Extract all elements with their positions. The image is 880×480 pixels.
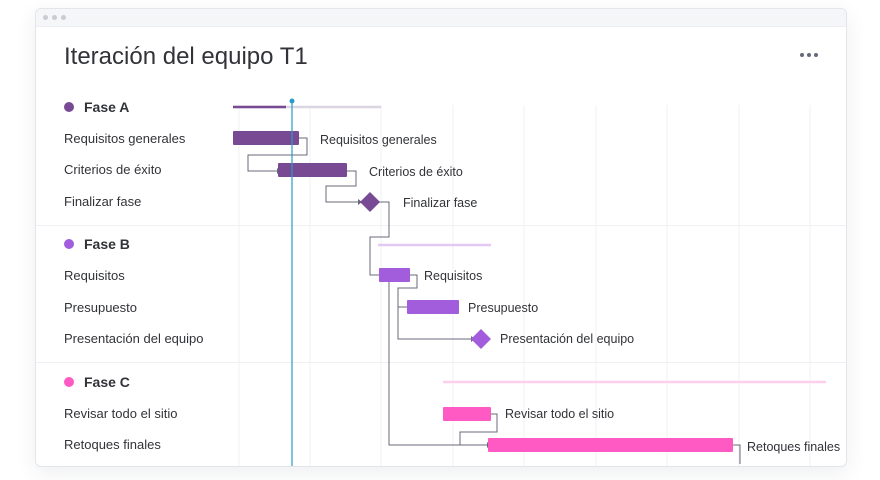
gantt-window: Iteración del equipo T1 Fase A Requisito… [35, 8, 847, 467]
phase-a-header[interactable]: Fase A [64, 99, 129, 115]
task-row-label[interactable]: Presupuesto [64, 300, 137, 315]
phase-b-header[interactable]: Fase B [64, 236, 130, 252]
more-options-icon[interactable] [800, 53, 818, 57]
today-marker-dot-icon [289, 98, 295, 104]
task-row-label[interactable]: Requisitos generales [64, 131, 186, 146]
phase-divider [36, 362, 846, 363]
bar-label: Criterios de éxito [369, 165, 463, 179]
gantt-bar-presupuesto[interactable] [407, 300, 459, 314]
bar-label: Retoques finales [747, 440, 840, 454]
page-title: Iteración del equipo T1 [64, 43, 308, 70]
bar-label: Requisitos generales [320, 133, 437, 147]
task-row-label[interactable]: Requisitos [64, 268, 125, 283]
bar-label: Requisitos [424, 269, 482, 283]
gantt-bar-criterios-de-exito[interactable] [278, 163, 347, 177]
dependency-connectors [247, 137, 741, 464]
gantt-bar-revisar-todo-el-sitio[interactable] [443, 407, 491, 421]
gantt-bar-retoques-finales[interactable] [488, 438, 733, 452]
task-row-label[interactable]: Finalizar fase [64, 194, 142, 209]
milestone-presentacion-del-equipo-icon[interactable] [471, 329, 491, 349]
gantt-bar-requisitos[interactable] [379, 268, 410, 282]
bar-label: Finalizar fase [403, 196, 477, 210]
gantt-chart: Requisitos generales Criterios de éxito … [233, 98, 840, 466]
task-row-label[interactable]: Presentación del equipo [64, 331, 204, 346]
task-row-label[interactable]: Revisar todo el sitio [64, 406, 178, 421]
phase-a-label: Fase A [84, 99, 130, 115]
bar-label: Revisar todo el sitio [505, 407, 614, 421]
window-titlebar [36, 9, 846, 27]
phase-divider [36, 225, 846, 226]
task-row-label[interactable]: Retoques finales [64, 437, 161, 452]
milestone-finalizar-fase-icon[interactable] [360, 192, 380, 212]
gantt-bar-requisitos-generales[interactable] [233, 131, 299, 145]
phase-c-dot-icon [64, 377, 74, 387]
window-dot-icon[interactable] [61, 15, 66, 20]
phase-c-header[interactable]: Fase C [64, 374, 130, 390]
phase-c-label: Fase C [84, 374, 130, 390]
gantt-grid [238, 105, 811, 466]
phase-b-dot-icon [64, 239, 74, 249]
window-dot-icon[interactable] [43, 15, 48, 20]
task-row-label[interactable]: Criterios de éxito [64, 162, 162, 177]
bar-label: Presupuesto [468, 301, 538, 315]
window-dot-icon[interactable] [52, 15, 57, 20]
phase-a-dot-icon [64, 102, 74, 112]
phase-b-label: Fase B [84, 236, 130, 252]
bar-label: Presentación del equipo [500, 332, 634, 346]
